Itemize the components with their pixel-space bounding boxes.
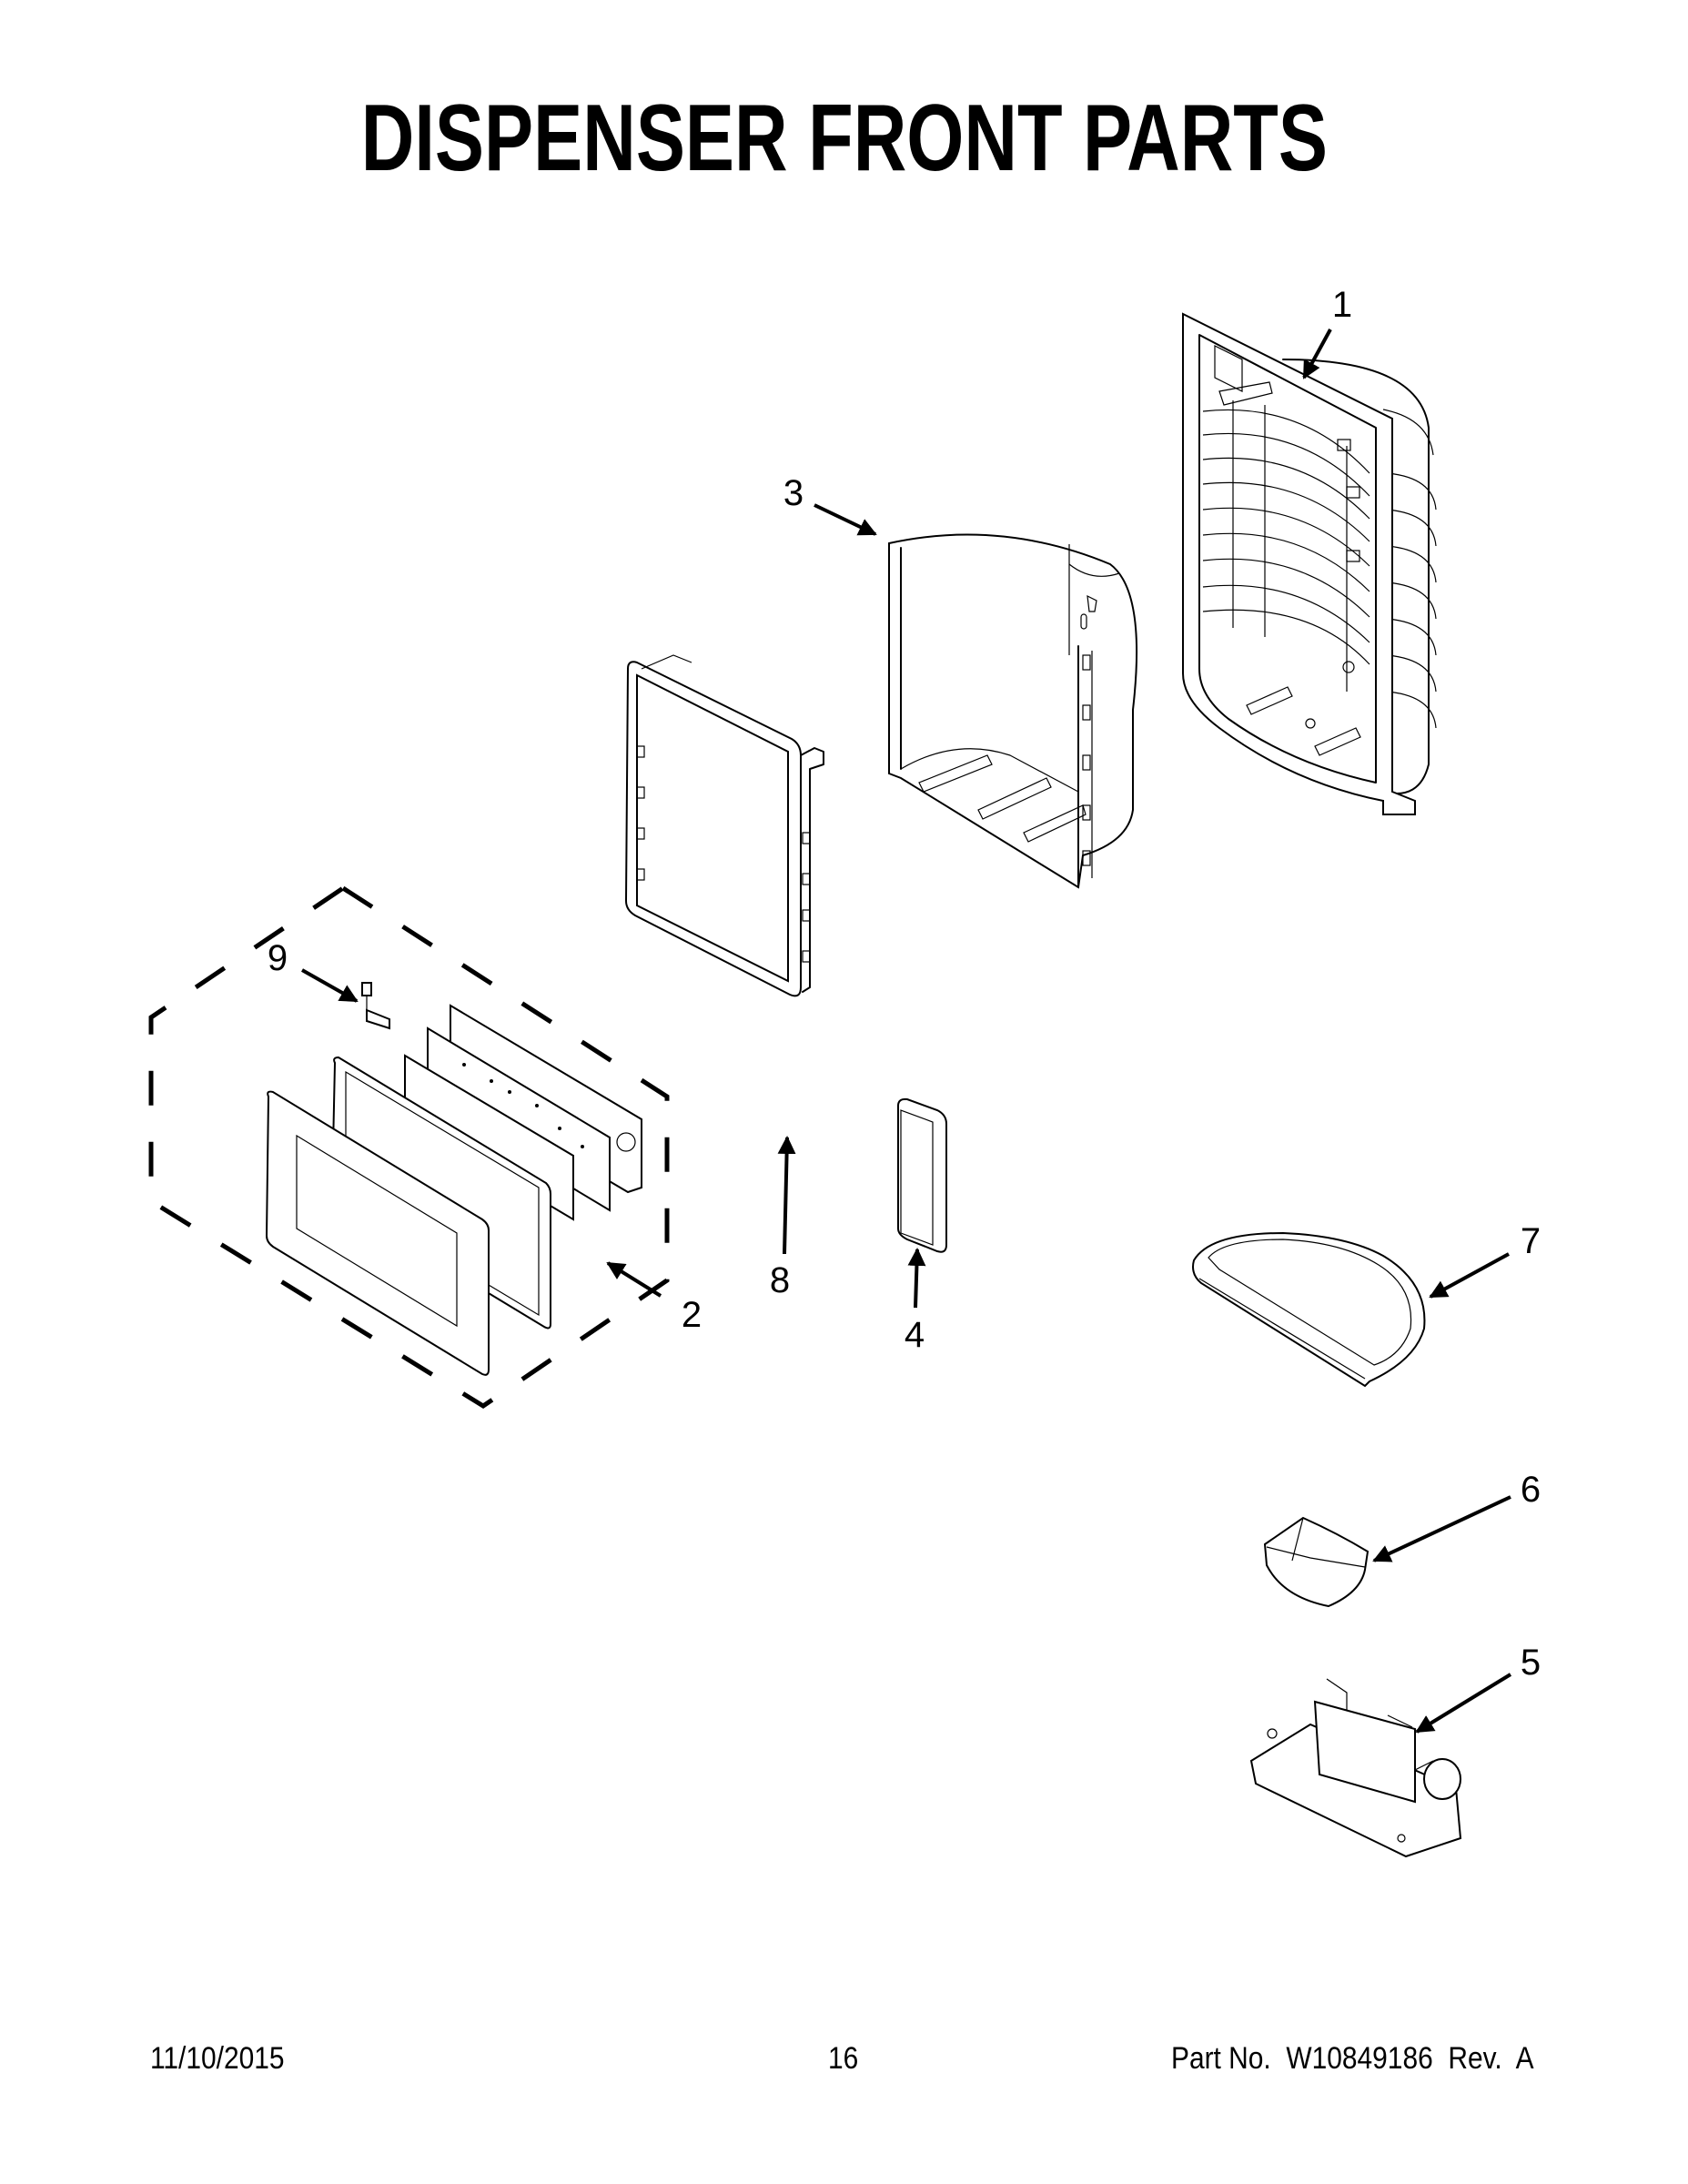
callout-8: 8 — [770, 1260, 790, 1300]
part-2-ui-assembly[interactable] — [265, 982, 642, 1376]
callout-7: 7 — [1521, 1221, 1541, 1261]
callout-1: 1 — [1332, 285, 1352, 325]
callout-6: 6 — [1521, 1470, 1541, 1510]
callout-2: 2 — [682, 1295, 702, 1335]
page-title: DISPENSER FRONT PARTS — [360, 86, 1328, 191]
part-7-drip-tray[interactable] — [1192, 1231, 1426, 1388]
footer-page-number: 16 — [828, 2041, 859, 2076]
part-3-chute-liner[interactable] — [888, 533, 1138, 889]
footer-part-number: Part No. W10849186 Rev. A — [1171, 2041, 1534, 2076]
part-2-ui-assembly-outline — [148, 885, 670, 1409]
arrow-1 — [1302, 329, 1332, 379]
arrow-8 — [777, 1136, 796, 1255]
arrow-2 — [606, 1261, 662, 1298]
part-6-ice-chute-door[interactable] — [1263, 1516, 1370, 1608]
part-1-dispenser-housing[interactable] — [1182, 312, 1437, 815]
callout-4: 4 — [905, 1315, 925, 1355]
callout-arrows — [301, 329, 1512, 1734]
part-5-actuator-assembly[interactable] — [1249, 1678, 1462, 1858]
arrow-6 — [1372, 1495, 1511, 1562]
arrow-9 — [301, 968, 359, 1003]
callout-3: 3 — [783, 473, 804, 513]
callout-9: 9 — [268, 938, 288, 978]
part-4-dispenser-pad[interactable] — [897, 1097, 947, 1253]
footer-date: 11/10/2015 — [150, 2041, 285, 2076]
arrow-7 — [1429, 1252, 1510, 1299]
part-8-trim-frame[interactable] — [624, 654, 824, 997]
part-9-sensor-harness[interactable] — [361, 982, 390, 1030]
arrow-5 — [1415, 1673, 1512, 1734]
arrow-3 — [814, 503, 877, 536]
callout-5: 5 — [1521, 1643, 1541, 1683]
callout-labels: 1 2 3 4 5 6 7 8 9 — [268, 285, 1541, 1683]
arrow-4 — [907, 1248, 926, 1309]
